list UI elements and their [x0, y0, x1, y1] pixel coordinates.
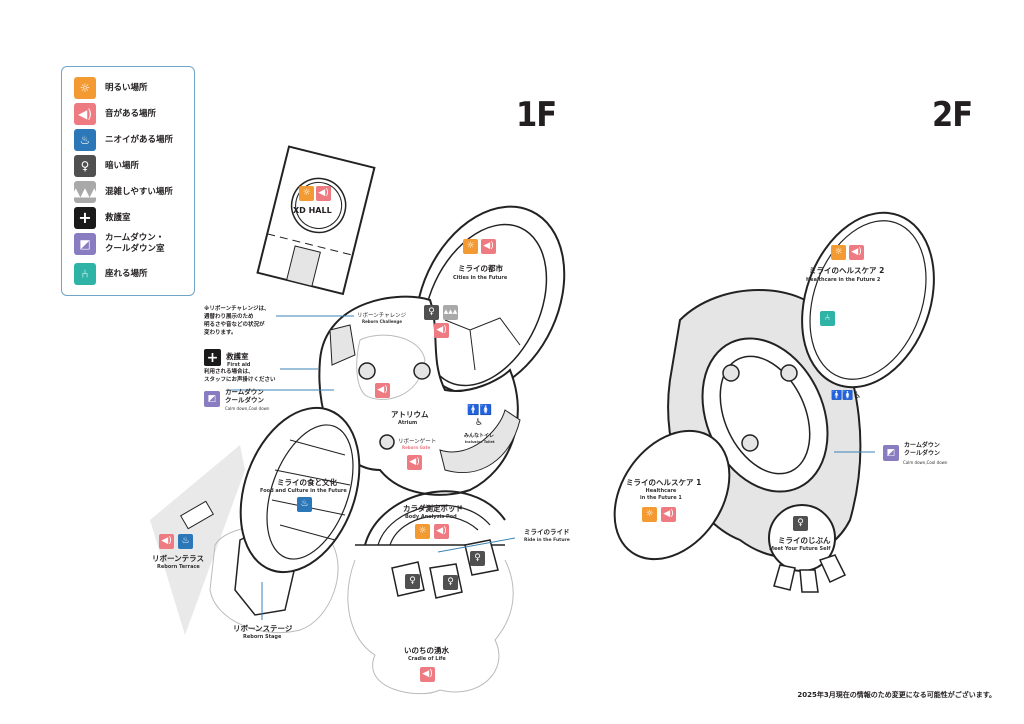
healthcare1-label-en: Healthcare in the Future 1 [640, 488, 682, 501]
legend-panel: ☼ 明るい場所 ◀) 音がある場所 ♨ ニオイがある場所 ♀ 暗い場所 ▲▲▲ … [61, 66, 195, 296]
calm-down-label-en: Calm down,Cool down [225, 406, 270, 411]
dark-place-icon: ♀ [470, 551, 485, 566]
sound-place-icon: ◀) [74, 103, 96, 125]
cities-label[interactable]: ミライの都市 [458, 264, 503, 273]
xd-hall-label[interactable]: XD HALL [293, 206, 332, 215]
calm-down-icon: ◩ [204, 391, 220, 407]
floor-label-2f: 2F [932, 95, 973, 135]
calm-down-icon: ◩ [74, 233, 96, 255]
smell-place-icon: ♨ [74, 129, 96, 151]
dark-place-icon: ♀ [443, 575, 458, 590]
cities-label-en: Cities in the Future [453, 275, 508, 281]
atrium-label-en: Atrium [398, 420, 418, 426]
reborn-challenge-label-en: Reborn Challenge [362, 319, 402, 324]
first-aid-icon: + [74, 207, 96, 229]
legend-item-bright: ☼ 明るい場所 [74, 77, 148, 99]
first-aid-label[interactable]: 救護室 [226, 352, 249, 361]
reborn-gate-label-en: Reborn Gate [402, 445, 431, 450]
healthcare2-label[interactable]: ミライのヘルスケア 2 [809, 266, 885, 275]
reborn-terrace-label[interactable]: リボーンテラス [152, 554, 204, 563]
dark-place-icon: ♀ [405, 574, 420, 589]
healthcare1-outline [613, 429, 731, 561]
dark-place-icon: ♀ [793, 516, 808, 531]
bright-place-icon: ☼ [74, 77, 96, 99]
seating-icon: ⑃ [74, 263, 96, 285]
toilet-label[interactable]: みんなトイレ [464, 433, 495, 439]
sound-place-icon: ◀) [434, 323, 449, 338]
legend-item-first-aid: + 救護室 [74, 207, 131, 229]
legend-item-dark: ♀ 暗い場所 [74, 155, 139, 177]
dark-place-icon: ♀ [74, 155, 96, 177]
body-analysis-outline [364, 490, 506, 546]
cradle-of-life-label-en: Cradle of Life [408, 656, 446, 662]
first-aid-icon: + [204, 349, 221, 366]
wheelchair-icon: ♿ [475, 418, 484, 428]
bright-place-icon: ☼ [415, 524, 430, 539]
toilet-label-en: Inclusive Toilet [465, 440, 495, 444]
dark-place-icon: ♀ [424, 305, 439, 320]
f2-calm-down-label[interactable]: カームダウン クールダウン [904, 442, 941, 457]
footer-notice: 2025年3月現在の情報のため変更になる可能性がございます。 [797, 691, 996, 699]
sound-place-icon: ◀) [375, 383, 390, 398]
first-aid-label-en: First aid [227, 362, 251, 368]
reborn-terrace-area [150, 445, 245, 635]
calm-down-label[interactable]: カームダウン クールダウン [225, 388, 264, 404]
reborn-challenge-note: ※リボーンチャレンジは、 週替わり展示のため 明るさや音などの状況が 変わります… [204, 306, 270, 336]
bright-place-icon: ☼ [463, 239, 478, 254]
sound-place-icon: ◀) [407, 455, 422, 470]
reborn-challenge-label[interactable]: リボーンチャレンジ [357, 313, 407, 319]
xd-hall [256, 145, 376, 296]
legend-item-sound: ◀) 音がある場所 [74, 103, 156, 125]
food-culture-label-en: Food and Culture in the Future [260, 488, 347, 494]
calm-down-icon: ◩ [883, 445, 899, 461]
reborn-gate-label[interactable]: リボーンゲート [398, 439, 437, 445]
atrium-outline [318, 295, 519, 496]
bright-place-icon: ☼ [642, 507, 657, 522]
toilet-icons: 🚹🚺 [467, 405, 492, 416]
atrium-label[interactable]: アトリウム [391, 410, 429, 419]
ride-label-en: Ride in the Future [524, 538, 570, 543]
legend-item-calm-down: ◩ カームダウン・ クールダウン室 [74, 233, 165, 255]
sound-place-icon: ◀) [316, 186, 331, 201]
reborn-stage-label-en: Reborn Stage [243, 634, 282, 640]
reborn-terrace-label-en: Reborn Terrace [157, 564, 200, 570]
legend-item-crowded: ▲▲▲ 混雑しやすい場所 [71, 181, 173, 203]
sound-place-icon: ◀) [481, 239, 496, 254]
legend-item-seating: ⑃ 座れる場所 [74, 263, 148, 285]
healthcare1-label[interactable]: ミライのヘルスケア 1 [626, 478, 702, 487]
body-analysis-label[interactable]: カラダ測定ポッド [403, 504, 463, 513]
crowded-place-icon: ▲▲▲ [71, 181, 99, 203]
ride-label[interactable]: ミライのライド [524, 528, 570, 536]
bright-place-icon: ☼ [831, 245, 846, 260]
seating-icon: ⑃ [820, 311, 835, 326]
sound-place-icon: ◀) [849, 245, 864, 260]
meet-future-self-label[interactable]: ミライのじぶん [778, 536, 831, 545]
legend-item-smell: ♨ ニオイがある場所 [74, 129, 173, 151]
healthcare2-label-en: Healthcare in the Future 2 [806, 277, 881, 283]
body-analysis-label-en: Body Analysis Pod [405, 514, 457, 520]
sound-place-icon: ◀) [661, 507, 676, 522]
bright-place-icon: ☼ [299, 186, 314, 201]
smell-place-icon: ♨ [178, 534, 193, 549]
f2-calm-down-label-en: Calm down,Cool down [903, 460, 948, 465]
smell-place-icon: ♨ [297, 497, 312, 512]
sound-place-icon: ◀) [420, 667, 435, 682]
crowded-place-icon: ▴▴▴ [443, 305, 458, 320]
sound-place-icon: ◀) [434, 524, 449, 539]
floor-label-1f: 1F [516, 95, 557, 135]
food-culture-label[interactable]: ミライの食と文化 [277, 478, 337, 487]
cradle-of-life-label[interactable]: いのちの湧水 [404, 646, 449, 655]
cradle-of-life-outline [347, 559, 514, 695]
meet-future-self-label-en: Meet Your Future Self [769, 546, 831, 552]
toilet-icons: 🚹🚺♿ [831, 391, 862, 401]
sound-place-icon: ◀) [159, 534, 174, 549]
first-aid-note: 利用される場合は、 スタッフにお声掛けください [204, 369, 276, 383]
reborn-stage-label[interactable]: リボーンステージ [233, 624, 293, 633]
